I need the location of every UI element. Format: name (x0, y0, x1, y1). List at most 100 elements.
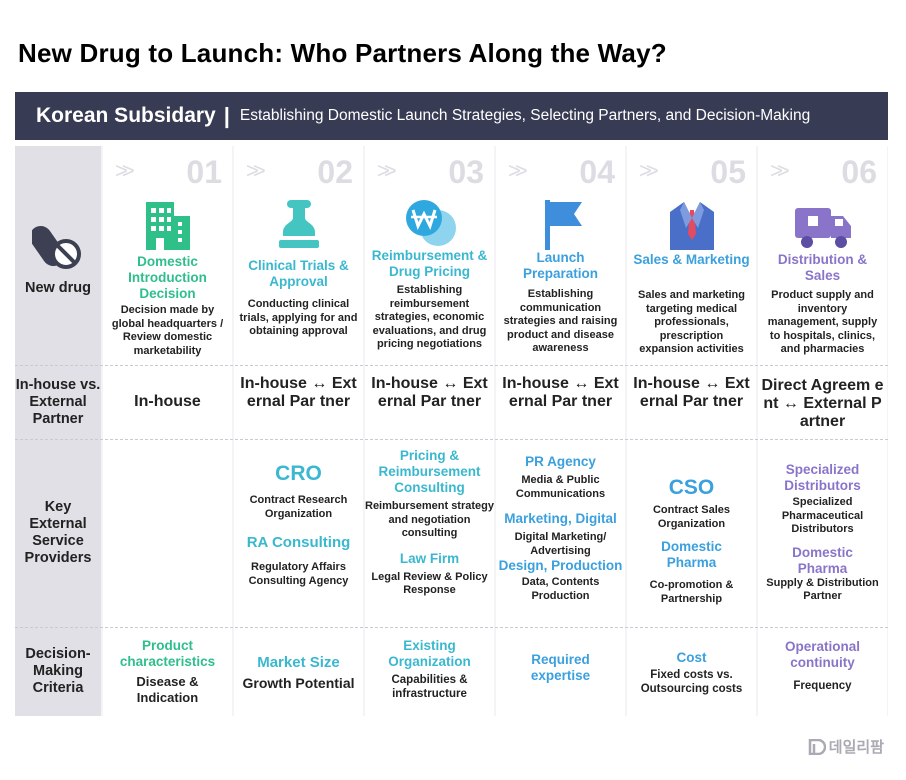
step-column-06 (758, 146, 887, 716)
provider-title: PR Agency (525, 454, 596, 469)
provider-title: Domestic Pharma (792, 544, 853, 576)
provider-description: Contract Sales Organization (652, 504, 731, 530)
row-label-column (15, 146, 101, 716)
chevron-icon: >> (639, 158, 659, 183)
row-divider (15, 627, 888, 628)
step-title: Domestic Introduction Decision (128, 254, 207, 301)
provider-description: Co-promotion & Partnership (649, 579, 734, 605)
provider-group-02: CRO Contract Research Organization RA Co… (234, 462, 363, 588)
provider-title: CSO (668, 476, 715, 499)
criteria-title: Cost (676, 650, 707, 665)
step-number: 02 (317, 154, 353, 190)
provider-description: Digital Marketing/ Advertising (514, 531, 607, 557)
criteria-04: Required expertise (496, 652, 625, 684)
criteria-title: Existing Organization (388, 638, 471, 669)
row-divider (15, 439, 888, 440)
provider-title: Law Firm (399, 550, 460, 566)
provider-group-04: PR Agency Media & Public Communications … (496, 454, 625, 603)
step-number: 01 (186, 154, 222, 190)
provider-title: Pricing & Reimbursement Consulting (378, 448, 481, 495)
step-description: Establishing reimbursement strategies, e… (372, 284, 487, 350)
providers-row-label: Key External Service Providers (24, 499, 92, 566)
step-header-04: >> 04 Launch Preparation Establishing co… (496, 146, 625, 365)
step-header-05: >> 05 Sales & Marketing Sales and market… (627, 146, 756, 365)
flag-icon (496, 196, 625, 252)
header-banner: Korean Subsidary | Establishing Domestic… (15, 92, 888, 140)
inhouse-row-label: In-house vs. External Partner (15, 376, 101, 427)
provider-title: Domestic Pharma (661, 539, 722, 570)
step-header-06: >> 06 Distribution & Sales Product suppl… (758, 146, 887, 365)
sourcing-mode: Direct Agreem ent ↔ External Partner (761, 377, 884, 430)
step-title: Distribution & Sales (777, 252, 868, 283)
criteria-title: Required expertise (530, 652, 591, 683)
provider-description: Supply & Distribution Partner (766, 576, 879, 603)
criteria-title: Product characteristics (119, 638, 216, 669)
step-header-02: >> 02 Clinical Trials & Approval Conduct… (234, 146, 363, 365)
new-drug-text: New drug (24, 280, 92, 296)
chevron-icon: >> (377, 158, 397, 183)
criteria-description: Growth Potential (242, 675, 355, 691)
provider-description: Specialized Pharmaceutical Distributors (781, 496, 864, 535)
step-description: Decision made by global headquarters / R… (111, 304, 224, 357)
provider-group-03: Pricing & Reimbursement Consulting Reimb… (365, 448, 494, 598)
chevron-icon: >> (770, 158, 790, 183)
provider-group-05: CSO Contract Sales Organization Domestic… (627, 476, 756, 606)
sourcing-mode: In-house ↔ External Par tner (633, 375, 750, 410)
banner-subtitle: Establishing Domestic Launch Strategies,… (239, 107, 811, 124)
banner-title: Korean Subsidary (36, 104, 216, 127)
step-description: Conducting clinical trials, applying for… (239, 298, 358, 337)
publisher-logo: 데일리팜 (808, 736, 884, 757)
criteria-01: Product characteristics Disease & Indica… (103, 638, 232, 706)
provider-title: Marketing, Digital (504, 511, 617, 526)
drug-capsule-icon (32, 225, 81, 269)
step-title: Sales & Marketing (633, 252, 750, 267)
step-title: Reimbursement & Drug Pricing (371, 248, 488, 279)
provider-title: Design, Production (498, 558, 623, 573)
criteria-06: Operational continuity Frequency (758, 639, 887, 693)
banner-separator: | (223, 103, 230, 128)
step-number: 04 (579, 154, 615, 190)
page-title: New Drug to Launch: Who Partners Along t… (18, 38, 667, 68)
provider-group-06: Specialized Distributors Specialized Pha… (758, 462, 887, 604)
truck-icon (758, 196, 887, 252)
criteria-description: Fixed costs vs. Outsourcing costs (640, 669, 743, 695)
provider-title: RA Consulting (246, 534, 351, 551)
won-coin-icon (365, 196, 494, 252)
stamp-icon (234, 196, 363, 252)
criteria-02: Market Size Growth Potential (234, 654, 363, 692)
provider-description: Contract Research Organization (249, 494, 348, 520)
logo-mark-icon (808, 738, 826, 755)
step-title: Launch Preparation (522, 250, 599, 281)
step-number: 05 (710, 154, 746, 190)
logo-text: 데일리팜 (828, 739, 884, 756)
provider-description: Media & Public Communications (515, 474, 606, 500)
chevron-icon: >> (246, 158, 266, 183)
criteria-description: Frequency (793, 680, 852, 692)
criteria-05: Cost Fixed costs vs. Outsourcing costs (627, 650, 756, 696)
provider-title: Specialized Distributors (784, 462, 861, 493)
provider-description: Reimbursement strategy and negotiation c… (365, 500, 494, 539)
step-description: Establishing communication strategies an… (503, 288, 618, 354)
sourcing-mode: In-house ↔ External Par tner (502, 375, 619, 410)
step-header-01: >> 01 Domestic Introduction Decision Dec… (103, 146, 232, 365)
process-grid: New drug In-house vs. External Partner K… (15, 146, 888, 716)
criteria-title: Operational continuity (784, 639, 860, 670)
sourcing-mode: In-house (134, 393, 201, 410)
step-description: Product supply and inventory management,… (767, 289, 878, 355)
step-column-04 (496, 146, 625, 716)
provider-description: Regulatory Affairs Consulting Agency (248, 561, 349, 587)
provider-title: CRO (275, 462, 322, 485)
suit-icon (627, 196, 756, 252)
step-number: 03 (448, 154, 484, 190)
chevron-icon: >> (508, 158, 528, 183)
provider-description: Data, Contents Production (521, 576, 600, 602)
sourcing-mode: In-house ↔ External Par tner (371, 375, 488, 410)
new-drug-label: New drug (15, 146, 101, 365)
chevron-icon: >> (115, 158, 135, 183)
criteria-title: Market Size (257, 654, 340, 671)
building-icon (103, 196, 232, 252)
sourcing-mode: In-house ↔ External Par tner (240, 375, 357, 410)
row-divider (15, 365, 888, 366)
criteria-description: Capabilities & infrastructure (391, 674, 468, 700)
step-header-03: >> 03 Reimbursement & Drug Pricing Estab… (365, 146, 494, 365)
